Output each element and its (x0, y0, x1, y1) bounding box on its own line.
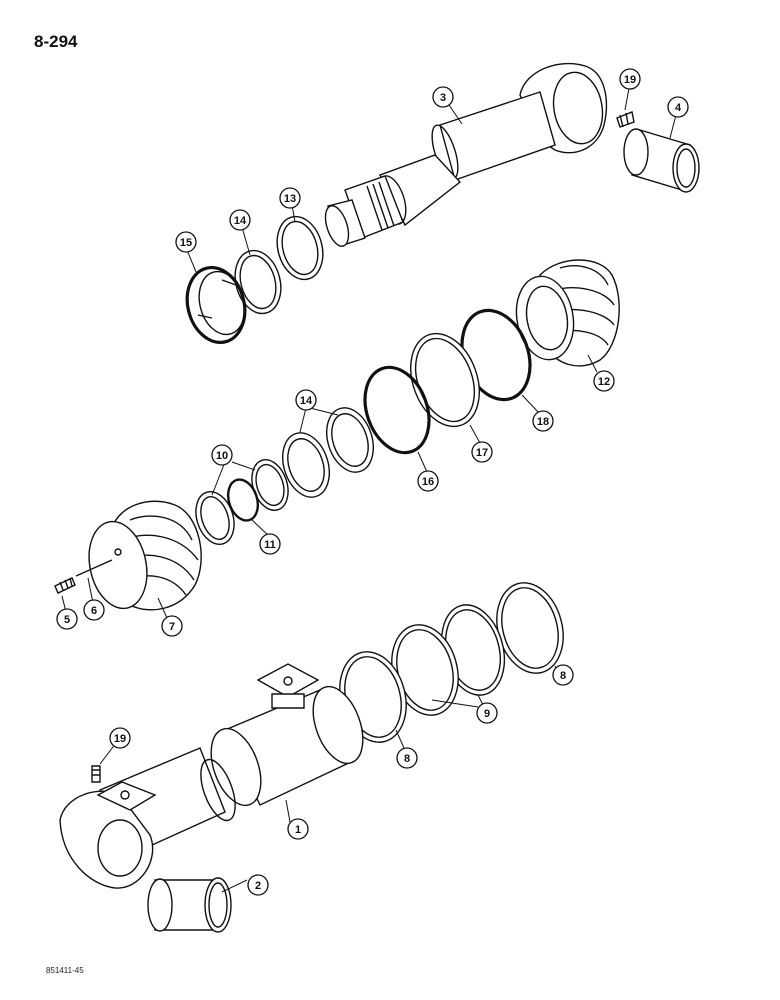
callout-12: 12 (593, 370, 615, 392)
piston (88, 500, 202, 611)
callout-2: 2 (247, 874, 269, 896)
callout-10: 10 (211, 444, 233, 466)
svg-text:15: 15 (180, 237, 192, 249)
callout-14-upper: 14 (229, 209, 251, 231)
svg-text:7: 7 (169, 621, 175, 633)
pin-6 (75, 559, 113, 577)
svg-text:9: 9 (484, 708, 490, 720)
callout-16: 16 (417, 470, 439, 492)
callout-3: 3 (432, 86, 454, 108)
svg-text:14: 14 (300, 395, 313, 407)
figure-code: 851411-45 (46, 966, 84, 975)
page-number: 8-294 (34, 32, 78, 51)
svg-text:19: 19 (114, 733, 126, 745)
o-ring-11 (226, 478, 260, 522)
callout-7: 7 (161, 615, 183, 637)
callout-8-right: 8 (552, 664, 574, 686)
bushing-lower (147, 877, 232, 933)
svg-text:4: 4 (675, 102, 682, 114)
svg-text:2: 2 (255, 880, 261, 892)
svg-text:3: 3 (440, 92, 446, 104)
piston-seal-15 (185, 265, 247, 345)
svg-text:14: 14 (234, 215, 247, 227)
wear-ring-8-right (496, 582, 564, 674)
callout-9: 9 (476, 702, 498, 724)
wear-ring-14-lower-b (282, 432, 330, 498)
callout-8-left: 8 (396, 747, 418, 769)
wear-ring-13 (276, 215, 324, 281)
callout-4: 4 (667, 96, 689, 118)
grease-fitting-lower (91, 765, 101, 783)
svg-text:19: 19 (624, 74, 636, 86)
callout-6: 6 (83, 599, 105, 621)
callout-19-upper: 19 (619, 68, 641, 90)
leader-lines (61, 87, 677, 893)
seal-10-b (195, 491, 235, 545)
svg-text:18: 18 (537, 416, 549, 428)
callouts: 1 2 3 4 5 6 7 8 8 9 10 11 12 13 14 14 15… (56, 68, 689, 896)
callout-15: 15 (175, 231, 197, 253)
svg-text:6: 6 (91, 605, 97, 617)
piston-rod (324, 62, 608, 247)
callout-13: 13 (279, 187, 301, 209)
callout-18: 18 (532, 410, 554, 432)
svg-text:1: 1 (295, 824, 301, 836)
svg-text:17: 17 (476, 447, 488, 459)
grease-fitting-upper (616, 111, 635, 128)
callout-5: 5 (56, 608, 78, 630)
callout-17: 17 (471, 441, 493, 463)
callout-1: 1 (287, 818, 309, 840)
svg-text:5: 5 (64, 614, 70, 626)
svg-text:8: 8 (560, 670, 566, 682)
callout-14-lower: 14 (295, 389, 317, 411)
callout-11: 11 (259, 533, 281, 555)
cylinder-tube (59, 663, 364, 889)
callout-19-lower: 19 (109, 727, 131, 749)
svg-text:12: 12 (598, 376, 610, 388)
cylinder-head (515, 259, 620, 367)
bushing-upper (623, 128, 700, 193)
set-screw-5 (54, 577, 76, 594)
wear-ring-14-lower-a (326, 407, 374, 473)
svg-text:11: 11 (264, 539, 276, 551)
svg-text:8: 8 (404, 753, 410, 765)
o-ring-16 (363, 365, 431, 455)
svg-text:10: 10 (216, 450, 228, 462)
wear-ring-14-upper (234, 249, 282, 315)
svg-text:13: 13 (284, 193, 296, 205)
svg-text:16: 16 (422, 476, 434, 488)
